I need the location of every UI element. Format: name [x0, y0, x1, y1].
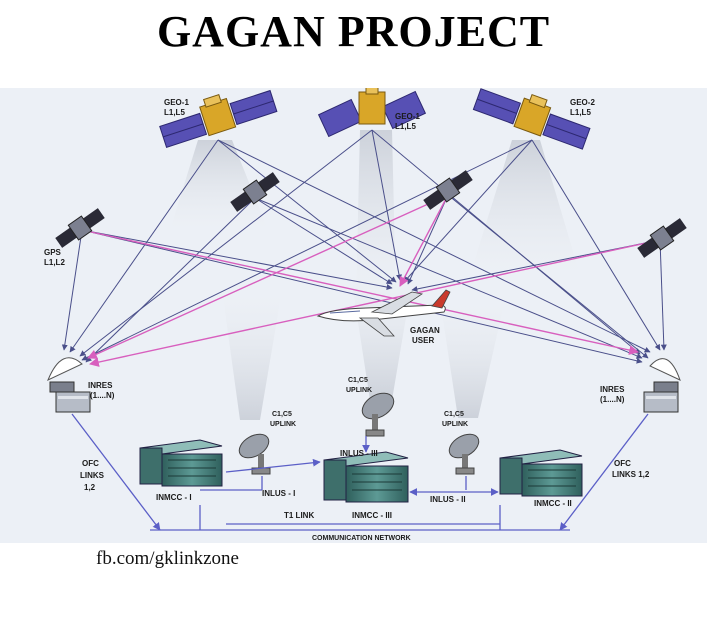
inlus-2-label: INLUS - II [430, 495, 466, 504]
geo1-mid-label-name: GEO-1 [395, 112, 420, 121]
inres-right-station [643, 358, 681, 413]
gps-satellite-3 [55, 208, 105, 248]
ofc-right-label-line1: OFC [614, 459, 631, 468]
uplink-right-label-bands: C1,C5 [444, 411, 464, 418]
satellite-geo1-left [159, 89, 278, 148]
inmcc-1-label: INMCC - I [156, 493, 192, 502]
ofc-left-label-line1: OFC [82, 459, 99, 468]
inres-right-label-range: (1....N) [600, 395, 625, 404]
uplink-right-label-name: UPLINK [442, 421, 468, 428]
geo1-left-label-name: GEO-1 [164, 98, 189, 107]
ground-network-lines [71, 413, 649, 531]
uplink-dish-right [448, 433, 480, 475]
inmcc-3-server [323, 451, 409, 503]
inlus-3-label: INLUS - III [340, 449, 378, 458]
t1-link-label: T1 LINK [284, 511, 314, 520]
gagan-user-aircraft [316, 289, 451, 337]
satellite-geo2 [472, 88, 591, 150]
pink-signal-lines [81, 194, 661, 367]
satellite-geo1-mid [317, 88, 427, 138]
inres-right-label-name: INRES [600, 385, 625, 394]
footer-credit: fb.com/gklinkzone [96, 548, 239, 569]
gps-label-name: GPS [44, 248, 62, 257]
ofc-left-label-line3: 1,2 [84, 483, 96, 492]
uplink-dish-left [238, 433, 271, 475]
geo2-label-bands: L1,L5 [570, 108, 591, 117]
satellite-signal-lines [61, 129, 667, 364]
gps-satellite-1 [230, 172, 280, 212]
inmcc-2-server [499, 449, 583, 497]
inmcc-1-server [139, 439, 223, 487]
inmcc-3-label: INMCC - III [352, 511, 392, 520]
geo1-mid-label-bands: L1,L5 [395, 122, 416, 131]
communication-network-label: COMMUNICATION NETWORK [312, 535, 411, 542]
geo1-left-label-bands: L1,L5 [164, 108, 185, 117]
gps-satellite-4 [637, 218, 687, 258]
gagan-architecture-diagram: GEO-1 L1,L5 GEO-1 L1,L5 GEO-2 L1,L5 [0, 88, 707, 543]
gps-label-bands: L1,L2 [44, 258, 65, 267]
inres-left-station [47, 357, 91, 413]
user-label-name: GAGAN [410, 326, 440, 335]
uplink-left-label-name: UPLINK [270, 421, 296, 428]
uplink-left-label-bands: C1,C5 [272, 411, 292, 418]
inres-left-label-name: INRES [88, 381, 113, 390]
page-title: GAGAN PROJECT [156, 7, 551, 56]
signal-beams [170, 130, 580, 420]
user-label-role: USER [412, 336, 434, 345]
geo2-label-name: GEO-2 [570, 98, 595, 107]
inres-left-label-range: (1....N) [90, 391, 115, 400]
gps-satellite-2 [423, 170, 473, 210]
uplink-mid-label-bands: C1,C5 [348, 377, 368, 384]
uplink-dish-mid [361, 392, 395, 437]
ofc-right-label-line2: LINKS 1,2 [612, 470, 650, 479]
inlus-1-label: INLUS - I [262, 489, 295, 498]
ofc-left-label-line2: LINKS [80, 471, 105, 480]
inmcc-2-label: INMCC - II [534, 499, 572, 508]
uplink-mid-label-name: UPLINK [346, 387, 372, 394]
